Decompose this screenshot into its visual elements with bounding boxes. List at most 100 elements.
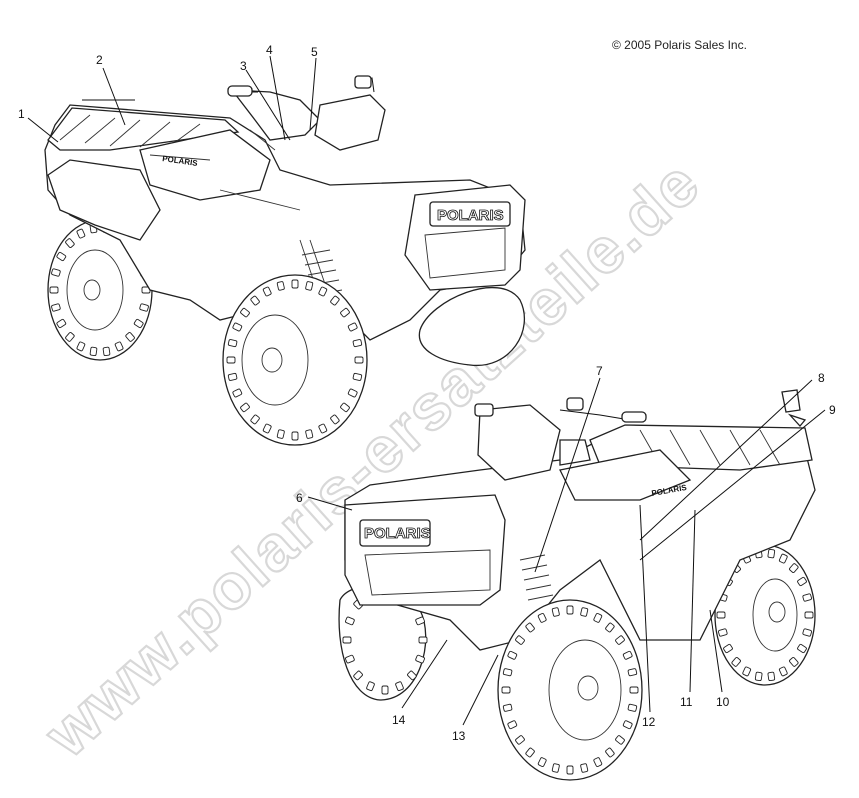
tread-block bbox=[262, 423, 272, 434]
callout-5: 5 bbox=[311, 45, 318, 59]
callout-14: 14 bbox=[392, 713, 406, 727]
tread-block bbox=[381, 685, 389, 695]
wheel-upper-front-far bbox=[418, 287, 525, 366]
atv-lower-illustration: POLARIS POLARIS bbox=[338, 389, 816, 781]
tread-block bbox=[318, 286, 328, 297]
tread-block bbox=[366, 681, 375, 692]
tread-block bbox=[566, 765, 574, 775]
callout-2: 2 bbox=[96, 53, 103, 67]
tread-block bbox=[716, 611, 726, 619]
tread-block bbox=[507, 650, 518, 660]
tread-block bbox=[593, 613, 603, 623]
tread-block bbox=[418, 636, 428, 644]
tread-block bbox=[262, 286, 272, 297]
tread-block bbox=[627, 668, 638, 677]
tread-block bbox=[778, 553, 788, 564]
callout-labels: 1 2 3 4 5 6 7 8 9 10 11 12 13 14 bbox=[18, 43, 836, 743]
tread-block bbox=[330, 414, 340, 425]
tread-block bbox=[305, 429, 314, 439]
copyright-notice: © 2005 Polaris Sales Inc. bbox=[612, 38, 747, 52]
tread-block bbox=[232, 322, 243, 332]
tread-block bbox=[240, 307, 250, 318]
tread-block bbox=[232, 388, 243, 398]
atv-upper-body: POLARIS POLARIS bbox=[44, 75, 526, 341]
tread-block bbox=[51, 268, 61, 277]
tread-block bbox=[347, 388, 358, 398]
tread-block bbox=[65, 238, 75, 248]
tread-block bbox=[789, 563, 799, 573]
atv-lower-body: POLARIS POLARIS bbox=[344, 389, 816, 651]
tread-block bbox=[502, 703, 513, 712]
tread-block bbox=[395, 681, 404, 692]
tread-block bbox=[767, 671, 776, 682]
callout-3: 3 bbox=[240, 59, 247, 73]
callout-11: 11 bbox=[680, 695, 693, 709]
tread-block bbox=[804, 611, 814, 619]
callout-9: 9 bbox=[829, 403, 836, 417]
tread-block bbox=[723, 643, 733, 654]
tread-block bbox=[340, 402, 350, 413]
tread-block bbox=[802, 628, 812, 637]
tread-block bbox=[89, 346, 98, 357]
tire-tread bbox=[501, 605, 639, 775]
tread-block bbox=[330, 295, 340, 306]
tread-block bbox=[593, 757, 603, 767]
tread-block bbox=[347, 322, 358, 332]
tread-block bbox=[622, 720, 633, 730]
tread-block bbox=[226, 356, 236, 364]
wheel-upper-front bbox=[222, 274, 368, 446]
tread-block bbox=[551, 763, 560, 773]
tread-block bbox=[250, 295, 260, 306]
tread-block bbox=[615, 635, 625, 645]
callout-leaders bbox=[27, 55, 826, 726]
callout-8: 8 bbox=[818, 371, 825, 385]
tread-block bbox=[345, 654, 355, 664]
tread-block bbox=[353, 670, 363, 681]
tread-block bbox=[276, 281, 285, 291]
tread-block bbox=[318, 423, 328, 434]
tread-block bbox=[797, 643, 807, 654]
tread-block bbox=[415, 654, 425, 664]
tread-block bbox=[789, 657, 799, 667]
tread-block bbox=[352, 339, 363, 348]
tread-block bbox=[525, 747, 535, 758]
tread-block bbox=[340, 307, 350, 318]
tread-block bbox=[49, 286, 59, 294]
tread-block bbox=[537, 757, 547, 767]
tread-block bbox=[802, 593, 812, 602]
tread-block bbox=[102, 346, 111, 357]
tread-block bbox=[797, 576, 807, 587]
callout-1: 1 bbox=[18, 107, 25, 121]
tread-block bbox=[56, 251, 67, 262]
tread-block bbox=[627, 703, 638, 712]
tread-block bbox=[352, 372, 363, 381]
tread-block bbox=[125, 332, 135, 342]
tread-block bbox=[342, 636, 352, 644]
tread-block bbox=[525, 622, 535, 633]
tread-block bbox=[250, 414, 260, 425]
tread-block bbox=[227, 372, 238, 381]
tread-block bbox=[76, 228, 86, 239]
brand-logo-lower: POLARIS bbox=[364, 525, 431, 542]
tread-block bbox=[778, 666, 788, 677]
callout-10: 10 bbox=[716, 695, 730, 709]
tread-block bbox=[742, 666, 752, 677]
tread-block bbox=[515, 635, 525, 645]
tread-block bbox=[501, 686, 511, 694]
tread-block bbox=[276, 429, 285, 439]
tread-block bbox=[407, 670, 417, 681]
callout-7: 7 bbox=[596, 364, 603, 378]
tread-block bbox=[731, 657, 741, 667]
tread-block bbox=[615, 735, 625, 745]
tread-block bbox=[754, 671, 763, 682]
tread-block bbox=[767, 548, 776, 559]
atv-upper-illustration: POLARIS POLARIS bbox=[44, 75, 526, 446]
tread-block bbox=[415, 616, 425, 626]
tread-block bbox=[551, 607, 560, 617]
callout-12: 12 bbox=[642, 715, 656, 729]
callout-4: 4 bbox=[266, 43, 273, 57]
tread-block bbox=[139, 303, 149, 312]
tread-block bbox=[345, 616, 355, 626]
